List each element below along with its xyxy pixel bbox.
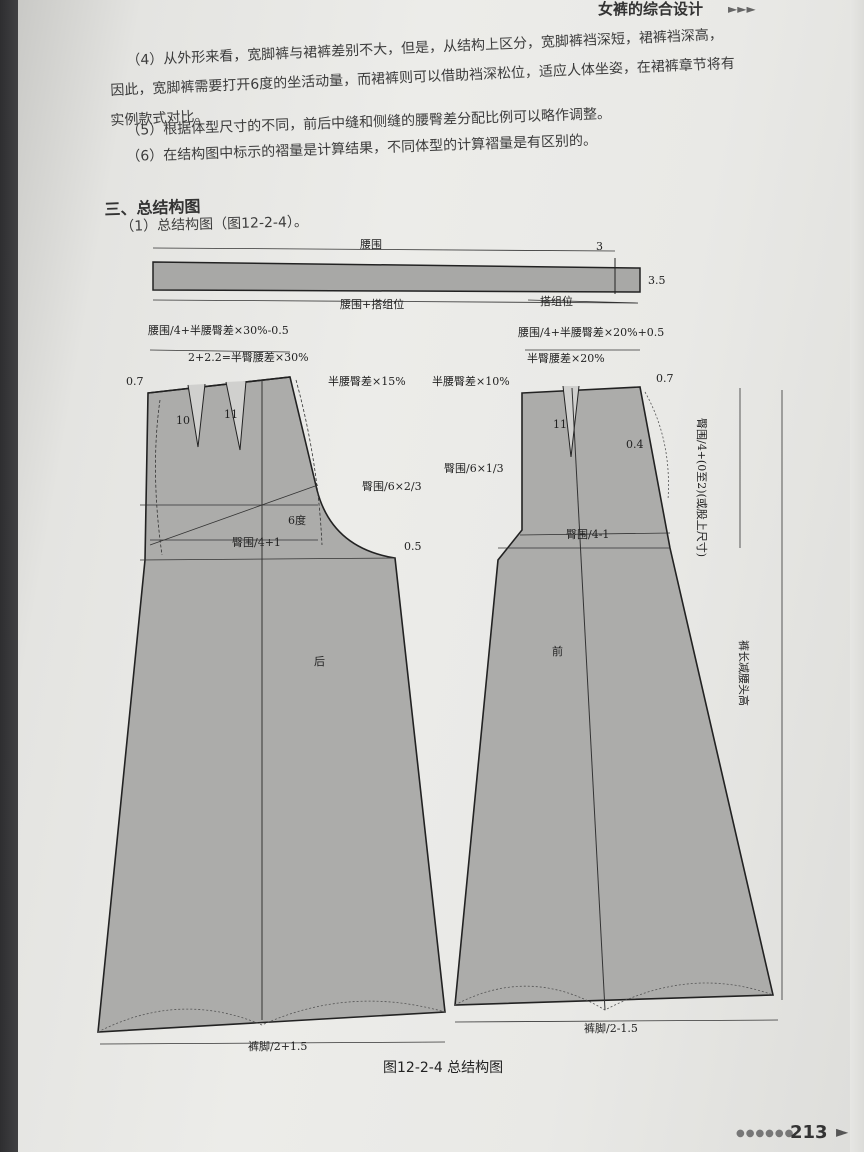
- label-front-crotch: 臀围/6×1/3: [444, 462, 504, 475]
- dimension-lines: [99, 349, 783, 1045]
- header-arrows: ►►►: [728, 2, 756, 16]
- label-front-hem: 裤脚/2-1.5: [584, 1021, 638, 1035]
- label-front-11: 11: [553, 418, 567, 431]
- label-back-crotch: 臀围/6×2/3: [362, 480, 422, 493]
- label-length: 裤长减腰头高: [737, 640, 751, 706]
- label-waist-3: 3: [596, 240, 603, 253]
- label-front-04: 0.4: [626, 438, 644, 451]
- figure-caption: 图12-2-4 总结构图: [383, 1060, 504, 1076]
- label-front-top: 腰围/4+半腰臀差×20%+0.5: [518, 325, 664, 339]
- page-arrow-icon: ►: [836, 1122, 849, 1141]
- label-back-hem: 裤脚/2+1.5: [248, 1039, 307, 1053]
- label-back-6deg: 6度: [288, 513, 306, 527]
- label-front-hip: 臀围/4-1: [566, 528, 609, 541]
- running-header: 女裤的综合设计 ►►►: [500, 0, 800, 20]
- page-number: 213: [790, 1122, 828, 1143]
- label-front-07: 0.7: [656, 372, 674, 385]
- label-front-dart: 半臀腰差×20%: [527, 351, 605, 365]
- label-front-side: 半腰臀差×10%: [432, 374, 510, 388]
- label-back: 后: [314, 655, 325, 668]
- label-rise: 臀围/4+(0至2)(或股上尺寸): [695, 418, 709, 557]
- back-piece: [97, 376, 446, 1033]
- label-back-11: 11: [224, 408, 238, 421]
- label-waist-overlap-total: 腰围+搭组位: [340, 297, 404, 311]
- label-back-side: 半腰臀差×15%: [328, 374, 406, 388]
- label-overlap: 搭组位: [540, 294, 573, 308]
- header-title: 女裤的综合设计: [598, 0, 704, 18]
- label-waist-35: 3.5: [648, 274, 666, 287]
- label-back-dart: 2+2.2=半臀腰差×30%: [188, 350, 309, 364]
- label-front: 前: [552, 644, 563, 658]
- label-back-top: 腰围/4+半腰臀差×30%-0.5: [148, 323, 289, 337]
- waistband-piece: [152, 247, 641, 304]
- page-dots: ●●●●●●: [736, 1128, 795, 1139]
- front-piece: [454, 385, 774, 1011]
- label-waist: 腰围: [360, 238, 382, 251]
- label-back-07: 0.7: [126, 375, 144, 388]
- label-back-10: 10: [176, 414, 190, 427]
- label-back-05: 0.5: [404, 540, 422, 553]
- label-back-hip: 臀围/4+1: [232, 536, 281, 549]
